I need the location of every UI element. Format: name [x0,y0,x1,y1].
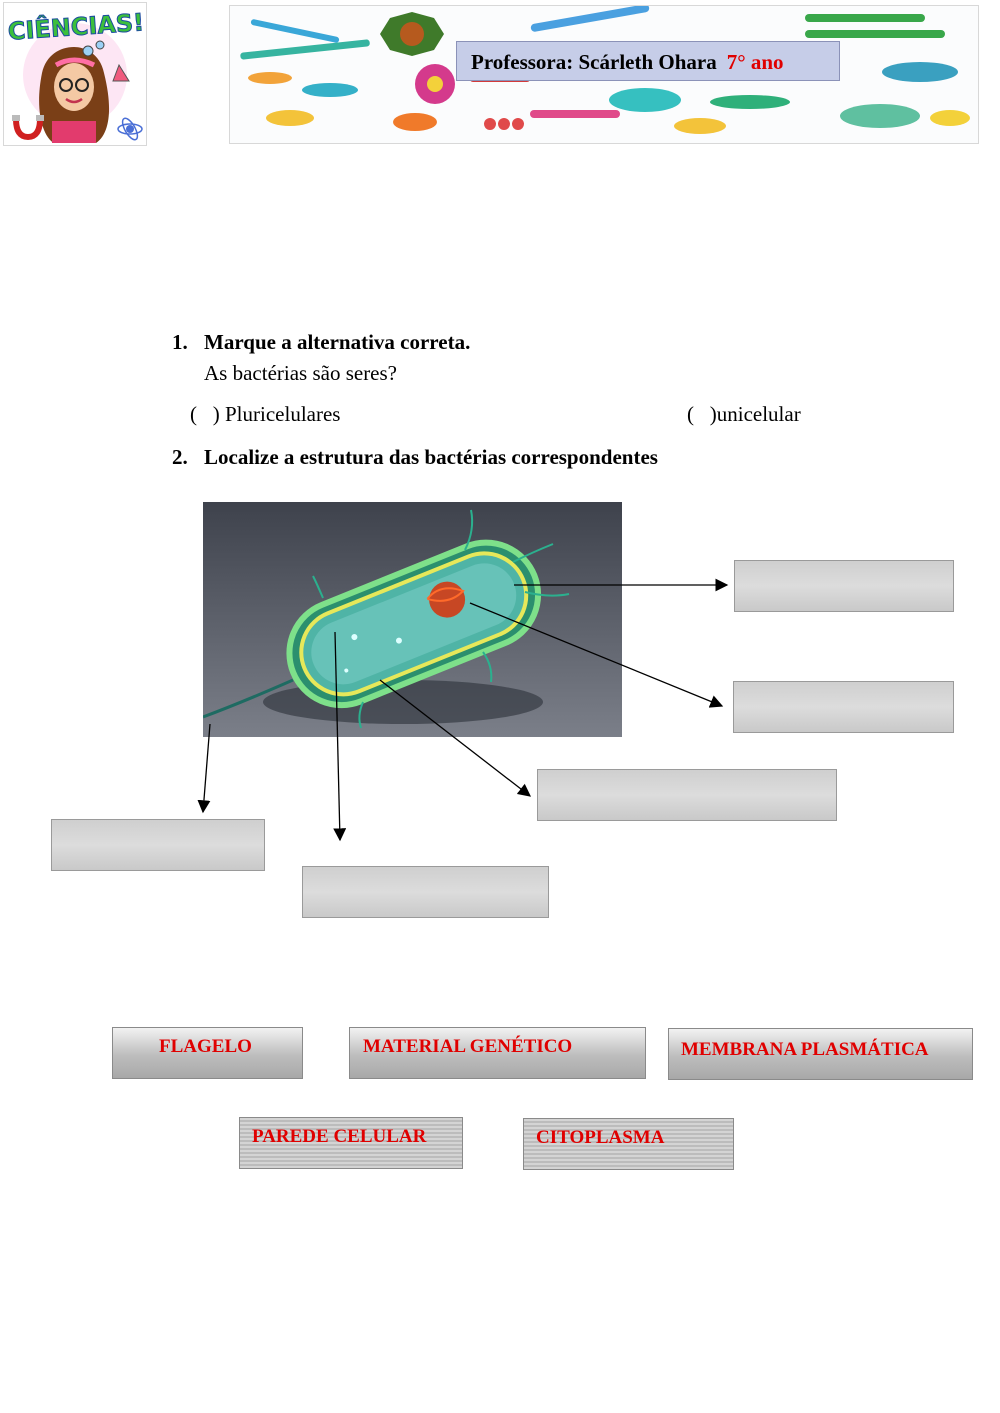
option-unicelular[interactable]: ( )unicelular [687,402,801,427]
word-label: MATERIAL GENÉTICO [363,1036,573,1057]
arrow-to-box-3 [379,679,532,797]
answer-box-4[interactable] [51,819,265,871]
question-2-number: 2. [172,445,188,469]
bacteria-icon [203,502,622,737]
question-1-number: 1. [172,330,188,354]
answer-box-1[interactable] [734,560,954,612]
answer-box-2[interactable] [733,681,954,733]
teacher-avatar-icon [4,3,146,145]
option-checkbox[interactable]: ( ) [190,402,220,426]
word-citoplasma[interactable]: CITOPLASMA [523,1118,734,1170]
word-label: CITOPLASMA [536,1127,665,1148]
question-2-title: Localize a estrutura das bactérias corre… [204,445,658,469]
word-label: FLAGELO [159,1036,252,1057]
word-flagelo[interactable]: FLAGELO [112,1027,303,1079]
option-checkbox[interactable]: ( ) [687,402,717,426]
option-pluricelulares[interactable]: ( ) Pluricelulares [190,402,340,427]
arrow-to-box-4 [197,723,211,814]
option-label: unicelular [716,402,801,426]
bacteria-diagram-image [203,502,622,737]
ciencias-logo: CIÊNCIAS! [3,2,147,146]
question-1-title: Marque a alternativa correta. [204,330,471,354]
microbes-banner [229,5,979,144]
arrow-to-box-5 [333,631,347,842]
answer-box-5[interactable] [302,866,549,918]
arrow-to-box-2 [469,602,724,708]
answer-box-3[interactable] [537,769,837,821]
question-1-prompt: As bactérias são seres? [204,361,397,385]
word-label: PAREDE CELULAR [252,1126,427,1147]
word-material-genetico[interactable]: MATERIAL GENÉTICO [349,1027,646,1079]
word-label: MEMBRANA PLASMÁTICA [681,1039,929,1060]
word-membrana-plasmatica[interactable]: MEMBRANA PLASMÁTICA [668,1028,973,1080]
option-label: Pluricelulares [225,402,341,426]
microbes-illustration-icon [230,6,978,143]
grade-label: 7° ano [726,50,784,74]
word-parede-celular[interactable]: PAREDE CELULAR [239,1117,463,1169]
teacher-info-box: Professora: Scárleth Ohara 7° ano [456,41,840,81]
teacher-name: Professora: Scárleth Ohara [471,50,717,74]
